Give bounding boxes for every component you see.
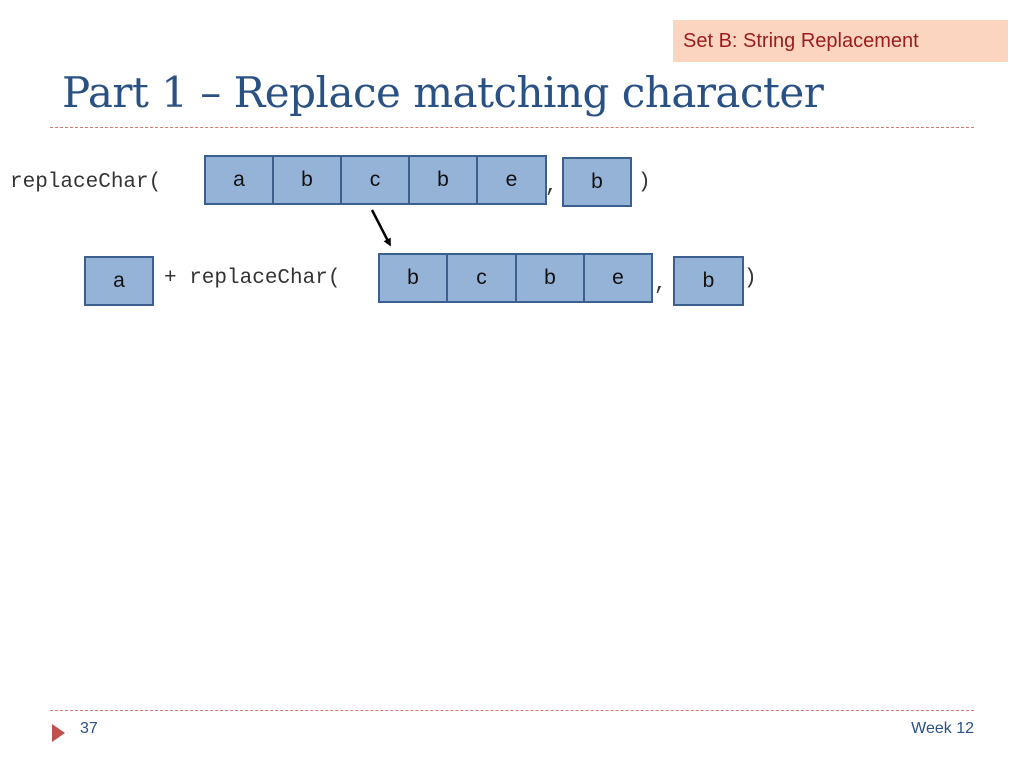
footer-divider [50,710,974,711]
row1-target-cell: b [562,157,632,207]
row2-target-cell: b [673,256,744,306]
row1-cell-2: c [340,155,410,205]
row2-comma: , [654,273,667,296]
row1-cell-4: e [476,155,547,205]
row2-cell-0: b [378,253,448,303]
row2-plus-call: + replaceChar( [164,267,341,290]
row2-cell-2: b [515,253,585,303]
row1-comma: , [545,175,558,198]
row2-cell-3: e [583,253,653,303]
page-number: 37 [80,720,98,737]
footer-week-label: Week 12 [911,720,974,737]
title-divider [50,127,974,128]
row1-cell-3: b [408,155,478,205]
row1-cell-1: b [272,155,342,205]
row1-call-close: ) [638,171,651,194]
slide-title: Part 1 – Replace matching character [62,68,824,117]
row1-cell-0: a [204,155,274,205]
row2-prefix-cell: a [84,256,154,306]
row1-call-open: replaceChar( [10,171,162,194]
section-tag: Set B: String Replacement [673,20,1008,62]
recursion-arrow-icon [370,209,391,247]
play-triangle-icon [52,724,65,742]
row2-call-close: ) [744,267,757,290]
row2-cell-1: c [446,253,517,303]
